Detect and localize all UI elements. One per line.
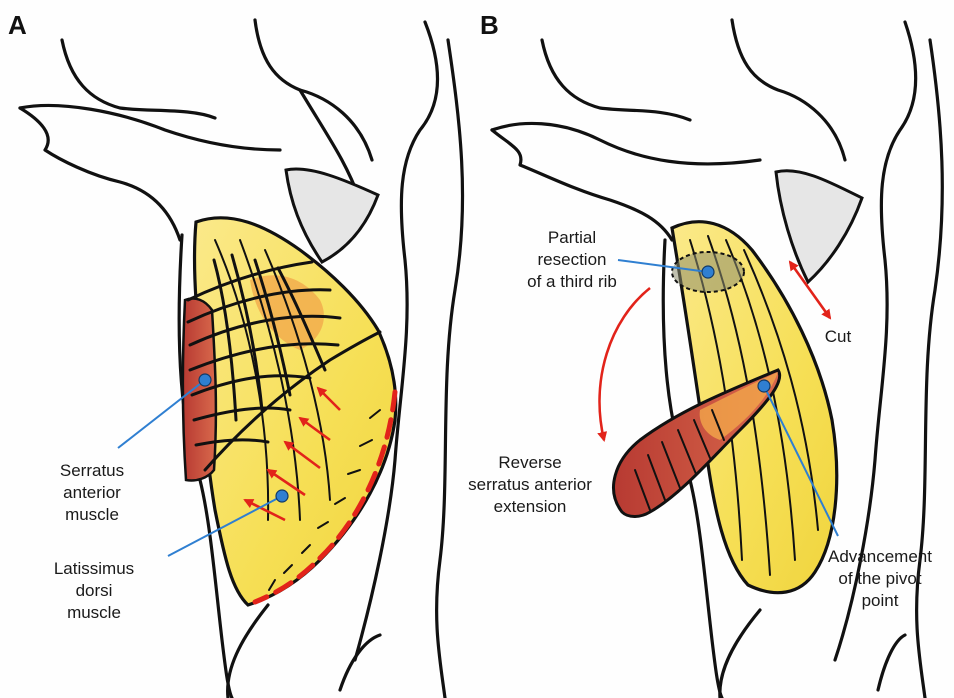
svg-text:Partial: Partial — [548, 228, 596, 247]
axilla-b — [776, 171, 862, 282]
svg-text:of the pivot: of the pivot — [838, 569, 921, 588]
resection-label: Partial resection of a third rib — [527, 228, 617, 291]
svg-text:Reverse: Reverse — [498, 453, 561, 472]
svg-text:Serratus: Serratus — [60, 461, 124, 480]
svg-text:muscle: muscle — [65, 505, 119, 524]
serratus-label-a: Serratus anterior muscle — [60, 461, 124, 524]
latissimus-label-a: Latissimus dorsi muscle — [54, 559, 134, 622]
svg-text:anterior: anterior — [63, 483, 121, 502]
svg-text:Advancement: Advancement — [828, 547, 932, 566]
svg-text:serratus anterior: serratus anterior — [468, 475, 592, 494]
panel-a: A — [8, 10, 463, 698]
svg-text:resection: resection — [538, 250, 607, 269]
panel-b: B — [468, 10, 942, 698]
panel-a-label: A — [8, 10, 27, 40]
panel-b-label: B — [480, 10, 499, 40]
cut-label: Cut — [825, 327, 852, 346]
reverse-serratus-label: Reverse serratus anterior extension — [468, 453, 592, 516]
svg-text:dorsi: dorsi — [76, 581, 113, 600]
rotation-arrow-b — [600, 288, 650, 440]
svg-text:Latissimus: Latissimus — [54, 559, 134, 578]
svg-text:muscle: muscle — [67, 603, 121, 622]
svg-text:point: point — [862, 591, 899, 610]
svg-text:of a third rib: of a third rib — [527, 272, 617, 291]
svg-text:extension: extension — [494, 497, 567, 516]
